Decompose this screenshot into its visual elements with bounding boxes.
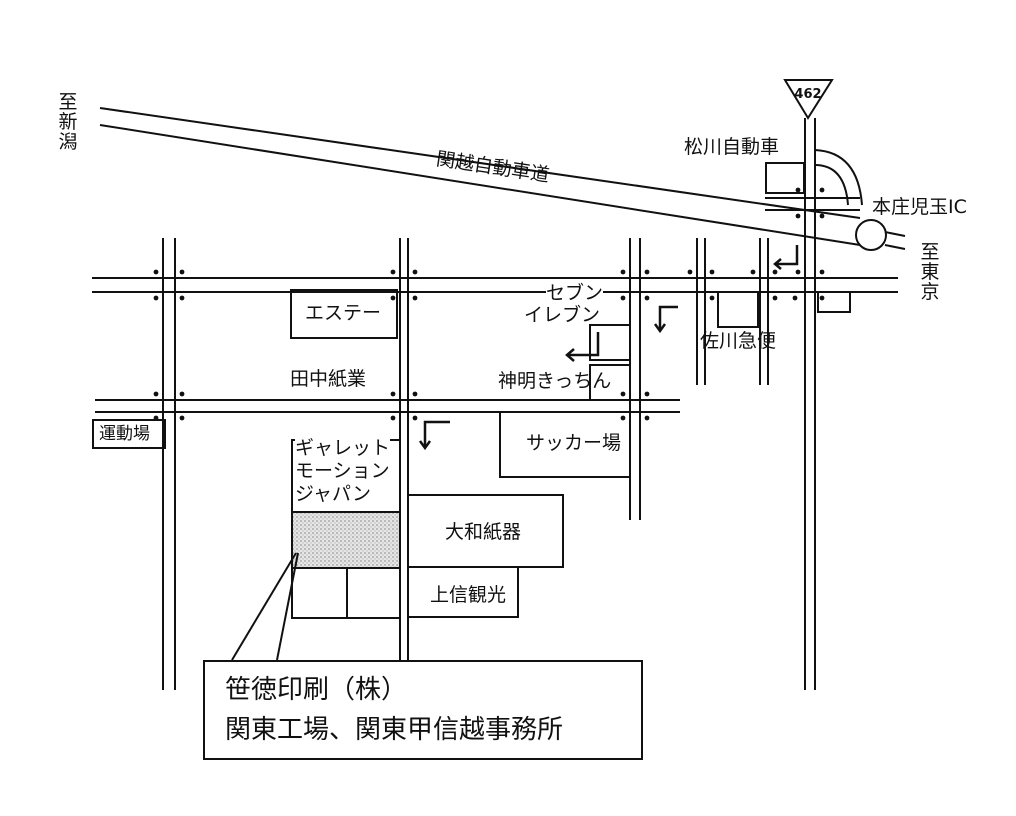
label-to-niigata: 至新潟 xyxy=(58,91,78,153)
expressway xyxy=(99,107,906,250)
label-seven-eleven-1: セブン xyxy=(546,282,604,304)
turn-arrow-icon xyxy=(773,245,799,270)
label-sagawa: 佐川急便 xyxy=(700,330,777,352)
intersection-dots xyxy=(153,187,825,421)
location-callout: 笹徳印刷（株） 関東工場、関東甲信越事務所 xyxy=(203,660,643,760)
label-soccer-field: サッカー場 xyxy=(526,432,622,454)
label-seven-eleven-2: イレブン xyxy=(524,304,601,326)
route-number: 462 xyxy=(794,87,821,102)
building-shinmei xyxy=(589,364,631,401)
building-esute xyxy=(290,289,398,339)
building-matsukawa xyxy=(765,162,805,194)
turn-arrow-icon xyxy=(565,332,600,362)
building-joshin xyxy=(407,566,519,618)
route-shield-icon: 462 xyxy=(783,79,834,120)
buildings xyxy=(92,162,851,619)
label-shinmei-kitchen: 神明きっちん xyxy=(498,370,612,392)
building-lot-b xyxy=(346,567,401,619)
label-interchange: 本庄児玉IC xyxy=(872,196,967,218)
callout-facility: 関東工場、関東甲信越事務所 xyxy=(225,715,564,745)
label-to-tokyo: 至東京 xyxy=(920,241,940,303)
label-gallery-1: ギャレット xyxy=(295,437,391,459)
label-gallery-3: ジャパン xyxy=(295,483,372,505)
callout-company: 笹徳印刷（株） xyxy=(225,675,408,705)
building-lot-a xyxy=(291,567,348,619)
turn-arrow-icon xyxy=(653,305,678,334)
label-undojo: 運動場 xyxy=(99,424,150,444)
building-undojo xyxy=(92,419,166,449)
label-gallery-2: モーション xyxy=(295,460,390,482)
label-tanaka-shigyo: 田中紙業 xyxy=(290,368,367,390)
building-ne xyxy=(817,291,851,313)
label-joshin-kanko: 上信観光 xyxy=(430,584,507,606)
building-seven xyxy=(589,324,631,361)
label-matsukawa: 松川自動車 xyxy=(684,136,780,158)
building-sagawa xyxy=(717,291,759,328)
building-soccer xyxy=(499,411,631,478)
target-factory-lot xyxy=(291,511,401,569)
callout-pointer xyxy=(231,552,299,661)
label-yamato-shiki: 大和紙器 xyxy=(445,521,522,543)
label-esute: エステー xyxy=(305,302,382,324)
turn-arrow-icon xyxy=(418,420,450,451)
